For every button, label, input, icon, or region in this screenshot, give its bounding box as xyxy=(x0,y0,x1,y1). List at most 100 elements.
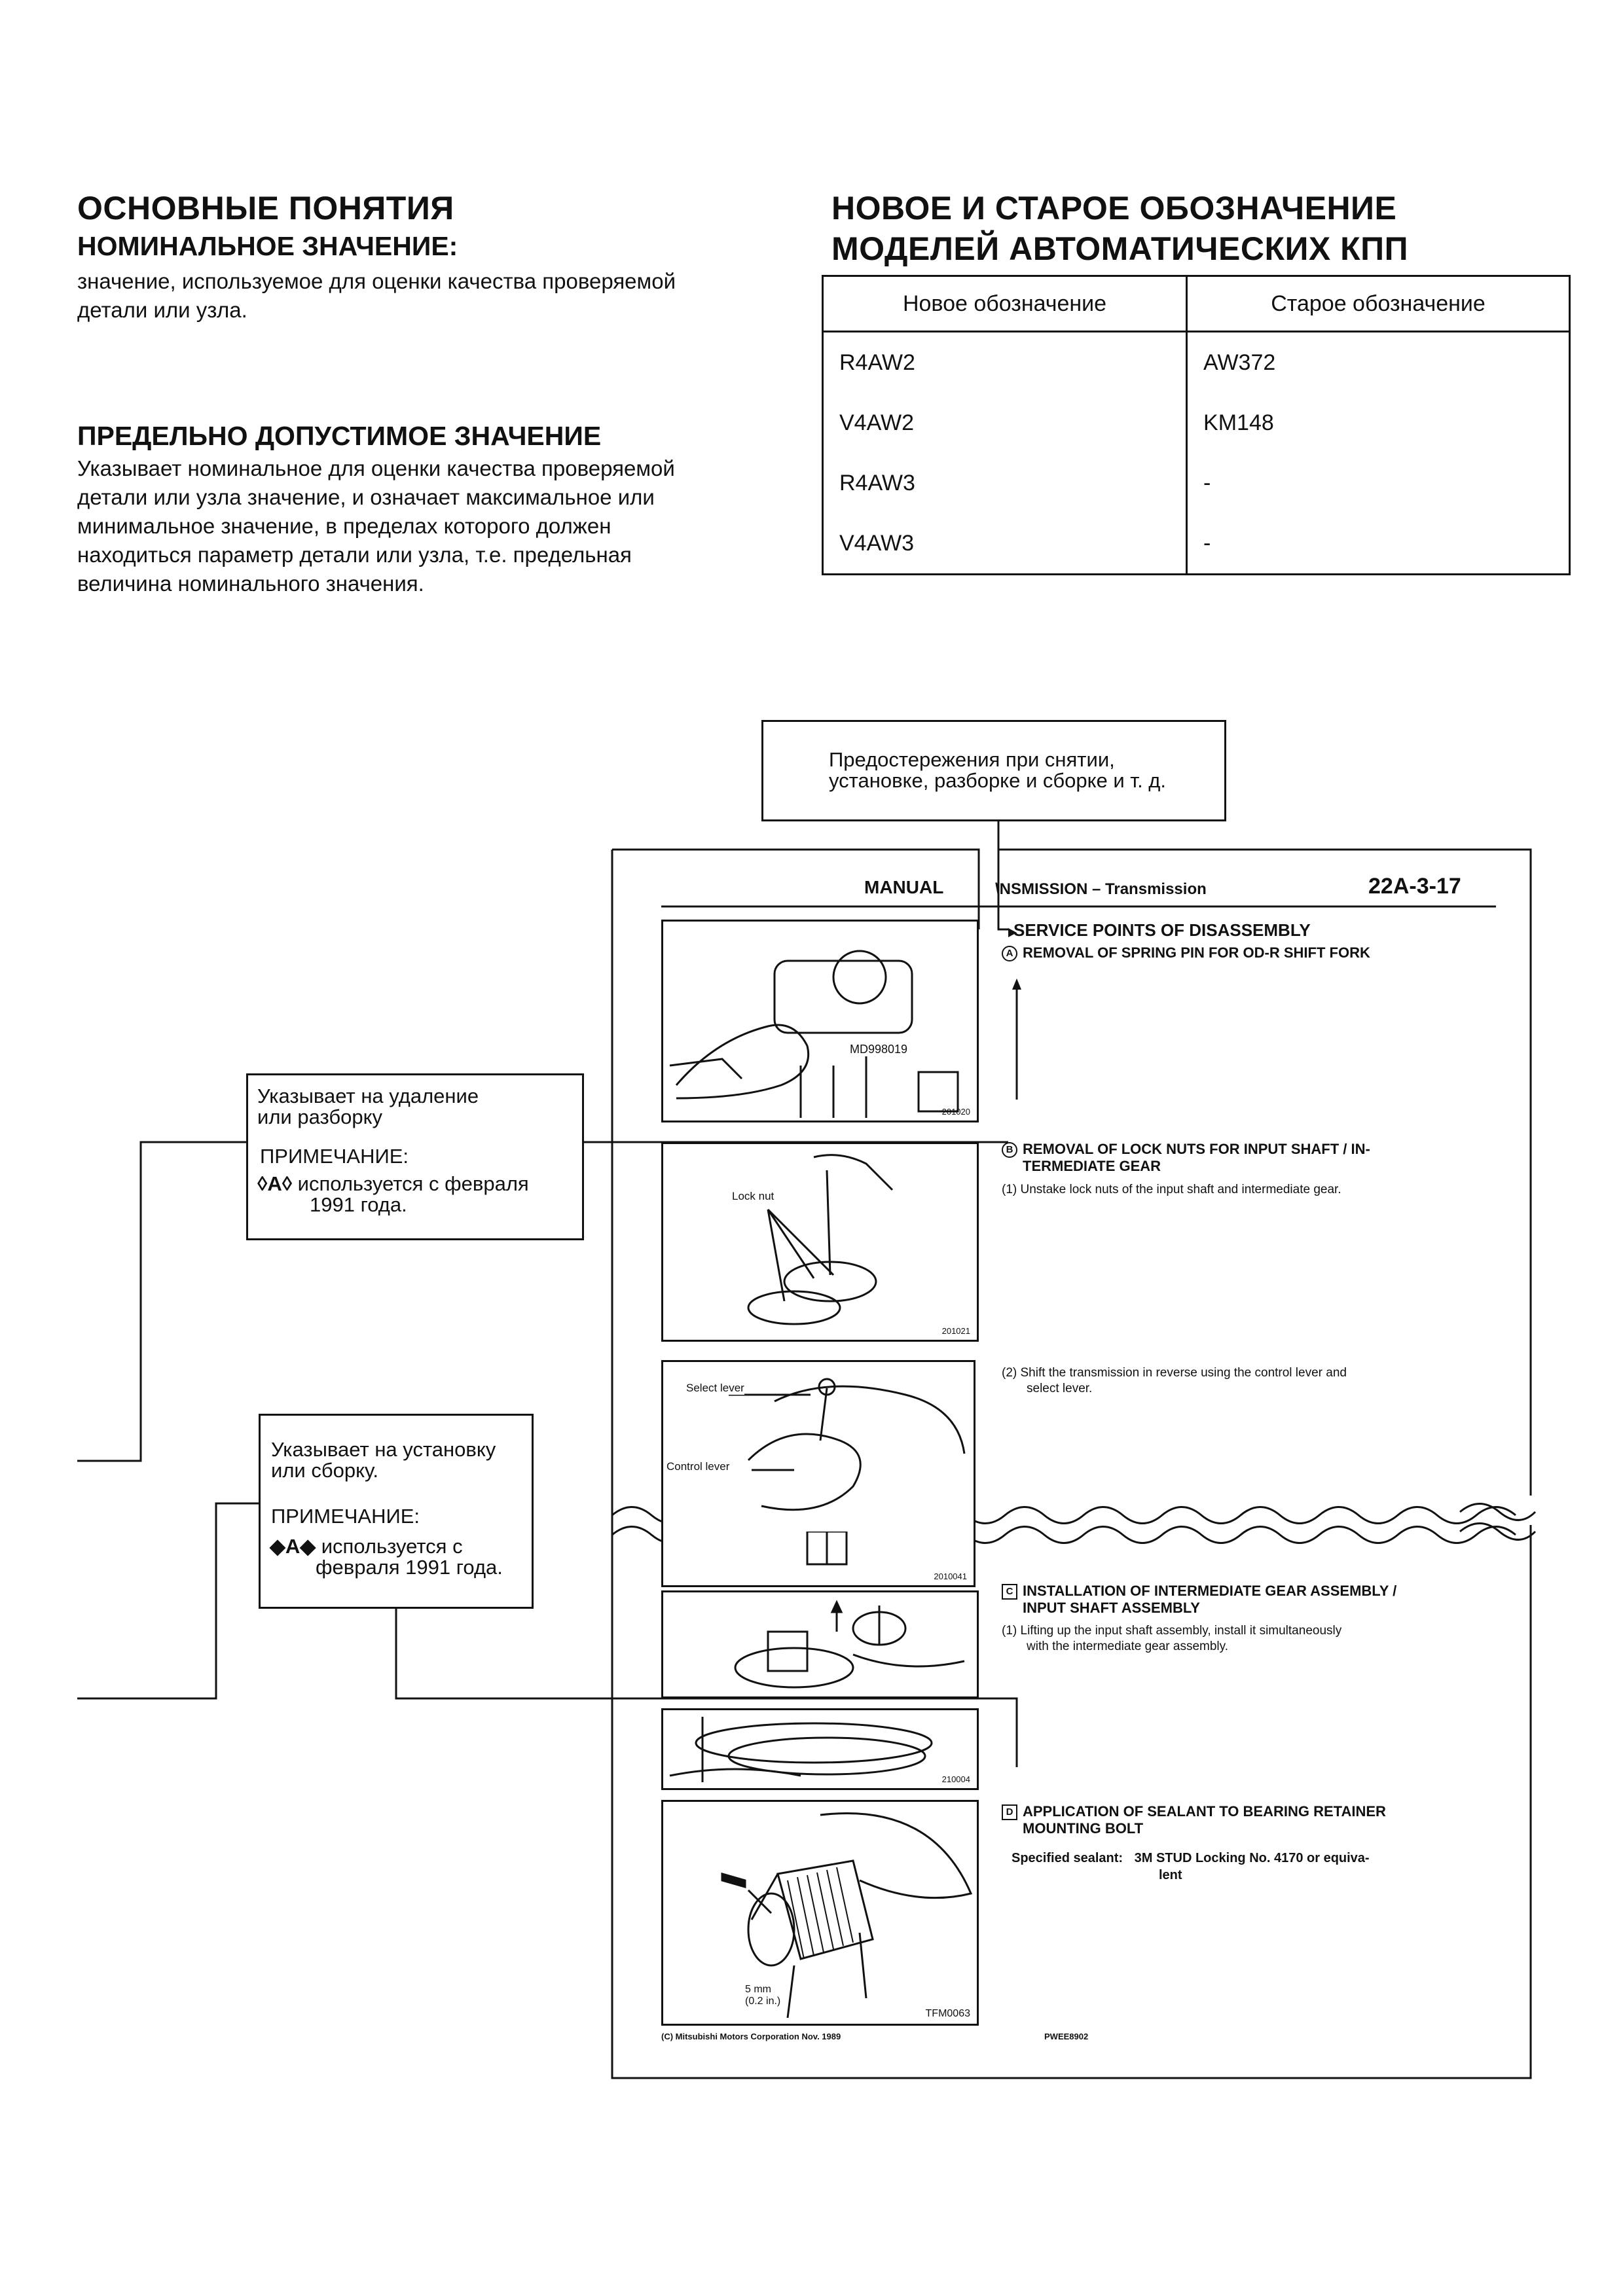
install-note: ◆A◆ используется с февраля 1991 года. xyxy=(270,1536,503,1578)
nominal-heading: НОМИНАЛЬНОЕ ЗНАЧЕНИЕ: xyxy=(77,231,458,261)
manual-header-right: 22A-3-17 xyxy=(1368,874,1461,899)
figure-tool-label: MD998019 xyxy=(850,1043,908,1056)
step-c-item1-line: (1) Lifting up the input shaft assembly,… xyxy=(1002,1624,1342,1638)
step-b-item2: (2) Shift the transmission in reverse us… xyxy=(1002,1365,1347,1397)
manual-header-left: MANUAL xyxy=(864,877,944,897)
limit-text-line: детали или узла значение, и означает мак… xyxy=(77,485,655,509)
callout-line: февраля 1991 года. xyxy=(316,1556,503,1579)
limit-text-line: находиться параметр детали или узла, т.е… xyxy=(77,543,632,567)
sealant-label: Specified sealant: xyxy=(1012,1851,1123,1865)
wavy-break-right xyxy=(1459,1503,1537,1541)
models-title-line-2: МОДЕЛЕЙ АВТОМАТИЧЕСКИХ КПП xyxy=(831,230,1409,267)
sealant-value: lent xyxy=(1159,1868,1182,1882)
manual-footer-left: (C) Mitsubishi Motors Corporation Nov. 1… xyxy=(661,2032,841,2041)
step-c: C INSTALLATION OF INTERMEDIATE GEAR ASSEM… xyxy=(1002,1583,1396,1617)
manual-frame-top-left xyxy=(612,848,980,929)
table-cell: V4AW3 xyxy=(821,513,1188,575)
gear-assembly-drawing-icon xyxy=(734,1600,965,1689)
figure-spring-pin: MD998019 201020 xyxy=(661,920,979,1122)
step-a: A REMOVAL OF SPRING PIN FOR OD-R SHIFT FO… xyxy=(1002,944,1370,962)
removal-note-label: ПРИМЕЧАНИЕ: xyxy=(260,1145,409,1168)
removal-note: ◊A◊ используется с февраля 1991 года. xyxy=(257,1174,529,1215)
manual-footer-right: PWEE8902 xyxy=(1044,2032,1089,2041)
figure-gear-assembly xyxy=(661,1590,979,1698)
figure-code: 210004 xyxy=(941,1774,970,1784)
manual-header-mid: \NSMISSION – Transmission xyxy=(995,880,1207,898)
figure-bolt: 5 mm (0.2 in.) TFM0063 xyxy=(661,1800,979,2026)
removal-symbol-icon: ◊A◊ xyxy=(257,1172,293,1195)
lock-nut-drawing-icon xyxy=(747,1154,894,1325)
callout-line: Указывает на удаление xyxy=(257,1085,479,1107)
precautions-callout: Предостережения при снятии, установке, р… xyxy=(761,720,1226,821)
figure-dimension-line: 5 mm xyxy=(745,1984,771,1995)
table-cell: KM148 xyxy=(1186,393,1571,453)
manual-frame-left-bottom xyxy=(611,850,1532,2079)
step-c-item1-line: with the intermediate gear assembly. xyxy=(1027,1640,1229,1653)
step-b-item2-line: (2) Shift the transmission in reverse us… xyxy=(1002,1366,1347,1380)
table-cell: R4AW3 xyxy=(821,453,1188,513)
removal-callout: Указывает на удаление или разборку ПРИМЕ… xyxy=(246,1073,584,1240)
figure-label-select-lever: Select lever xyxy=(686,1382,744,1395)
badge-a-icon: A xyxy=(1002,946,1017,962)
precautions-text: Предостережения при снятии, установке, р… xyxy=(829,749,1166,791)
nominal-text-line: детали или узла. xyxy=(77,298,247,322)
step-a-text: REMOVAL OF SPRING PIN FOR OD-R SHIFT FOR… xyxy=(1023,944,1370,961)
figure-levers-bottom: 2010041 xyxy=(661,1532,976,1587)
removal-text: Указывает на удаление или разборку xyxy=(257,1086,479,1128)
figure-code: 2010041 xyxy=(934,1571,967,1581)
limit-text-line: минимальное значение, в пределах которог… xyxy=(77,514,611,538)
callout-line: используется с февраля xyxy=(297,1172,529,1195)
figure-code: 201020 xyxy=(941,1107,970,1117)
figure-code: TFM0063 xyxy=(925,2008,970,2019)
step-b-text: TERMEDIATE GEAR xyxy=(1023,1158,1161,1175)
table-cell: - xyxy=(1186,453,1571,513)
table-header-row: Новое обозначение Старое обозначение xyxy=(821,275,1571,332)
section-title-basics: ОСНОВНЫЕ ПОНЯТИЯ xyxy=(77,190,454,226)
table-cell: - xyxy=(1186,513,1571,575)
step-b-text: REMOVAL OF LOCK NUTS FOR INPUT SHAFT / I… xyxy=(1023,1141,1370,1157)
nominal-text-line: значение, используемое для оценки качест… xyxy=(77,269,676,293)
badge-c-icon: C xyxy=(1002,1584,1017,1600)
arrow-right-icon xyxy=(1008,928,1017,937)
step-d: D APPLICATION OF SEALANT TO BEARING RETAI… xyxy=(1002,1803,1386,1837)
models-table: Новое обозначение Старое обозначение R4A… xyxy=(821,275,1571,575)
install-callout: Указывает на установку или сборку. ПРИМЕ… xyxy=(259,1414,534,1609)
table-header-old: Старое обозначение xyxy=(1186,275,1571,332)
table-row: V4AW3 - xyxy=(821,513,1571,575)
arrow-up-icon xyxy=(1012,978,1021,990)
callout-line: установке, разборке и сборке и т. д. xyxy=(829,769,1166,792)
figure-lock-nut: Lock nut 201021 xyxy=(661,1142,979,1342)
callout-line: используется с xyxy=(321,1535,463,1558)
gear-set-drawing-icon xyxy=(669,1717,933,1782)
figure-code: 201021 xyxy=(941,1326,970,1336)
manual-frame-top-right xyxy=(998,848,1532,1496)
badge-b-icon: B xyxy=(1002,1142,1017,1158)
step-b-item2-line: select lever. xyxy=(1027,1382,1093,1395)
step-d-text: APPLICATION OF SEALANT TO BEARING RETAIN… xyxy=(1023,1803,1386,1820)
service-points-title: SERVICE POINTS OF DISASSEMBLY xyxy=(1013,920,1311,940)
levers-drawing-icon xyxy=(729,1378,966,1511)
figure-dimension: 5 mm (0.2 in.) xyxy=(745,1984,780,2007)
callout-line: или разборку xyxy=(257,1105,382,1128)
figure-gear-set: 210004 xyxy=(661,1708,979,1790)
callout-line: или сборку. xyxy=(271,1459,378,1482)
limit-text: Указывает номинальное для оценки качеств… xyxy=(77,454,675,598)
figure-dimension-line: (0.2 in.) xyxy=(745,1996,781,2007)
install-symbol-icon: ◆A◆ xyxy=(270,1535,316,1558)
table-header-new: Новое обозначение xyxy=(821,275,1188,332)
limit-text-line: Указывает номинальное для оценки качеств… xyxy=(77,456,675,480)
step-c-text: INSTALLATION OF INTERMEDIATE GEAR ASSEMB… xyxy=(1023,1583,1397,1599)
table-row: V4AW2 KM148 xyxy=(821,393,1571,453)
nominal-text: значение, используемое для оценки качест… xyxy=(77,267,676,325)
callout-line: 1991 года. xyxy=(310,1193,407,1216)
step-b-item1: (1) Unstake lock nuts of the input shaft… xyxy=(1002,1183,1341,1196)
table-row: R4AW2 AW372 xyxy=(821,331,1571,393)
install-note-label: ПРИМЕЧАНИЕ: xyxy=(271,1505,420,1528)
step-b: B REMOVAL OF LOCK NUTS FOR INPUT SHAFT / … xyxy=(1002,1141,1370,1175)
limit-text-line: величина номинального значения. xyxy=(77,571,424,596)
badge-d-icon: D xyxy=(1002,1804,1017,1821)
figure-label-control-lever: Control lever xyxy=(666,1460,730,1473)
step-c-text: INPUT SHAFT ASSEMBLY xyxy=(1023,1600,1200,1617)
table-cell: AW372 xyxy=(1186,331,1571,393)
install-text: Указывает на установку или сборку. xyxy=(271,1439,496,1481)
